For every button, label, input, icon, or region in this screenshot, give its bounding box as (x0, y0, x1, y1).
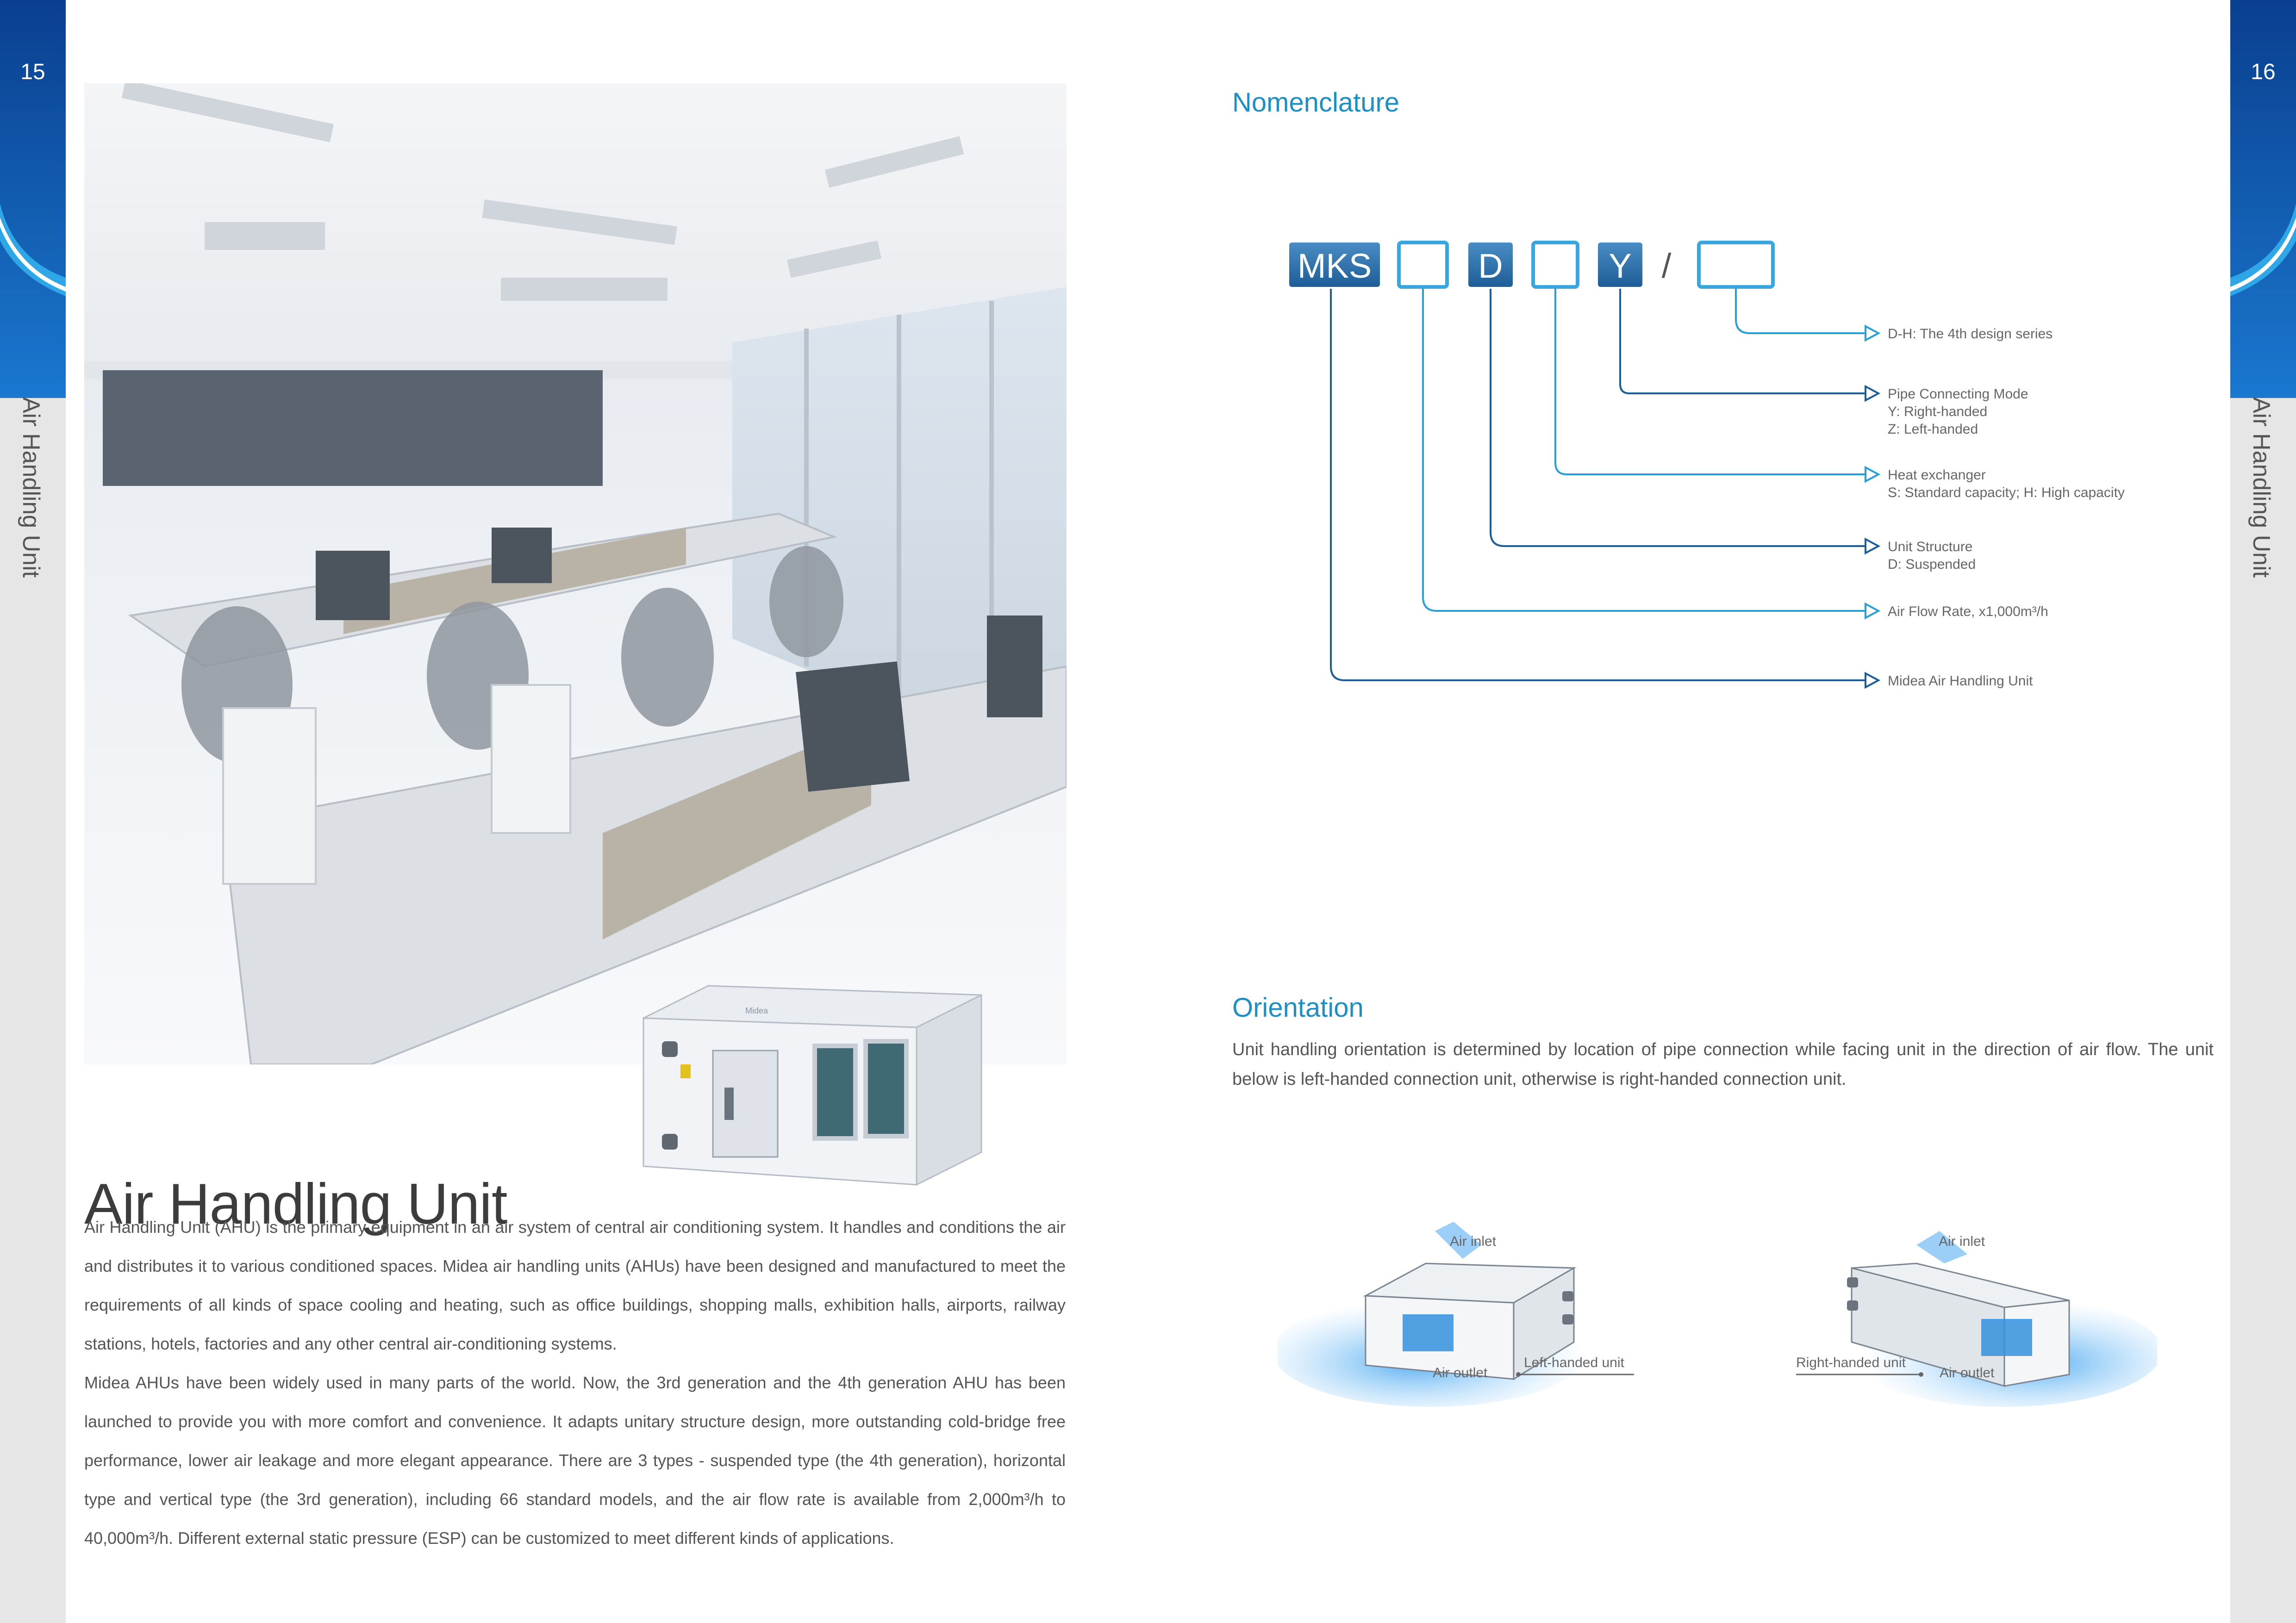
legend-pipe-y: Y: Right-handed (1888, 404, 1987, 419)
intro-paragraph-1: Air Handling Unit (AHU) is the primary e… (84, 1218, 1066, 1353)
svg-text:Y: Y (1609, 247, 1631, 285)
nomenclature-diagram: MKS D Y / D-H: The 4th design series Pip… (1289, 241, 2125, 689)
side-label-left: Air Handling Unit (18, 397, 44, 578)
page-number-left: 15 (20, 60, 45, 84)
code-box-mks: MKS (1289, 243, 1380, 287)
right-unit-air-outlet: Air outlet (1940, 1365, 1995, 1380)
svg-text:MKS: MKS (1298, 247, 1372, 285)
left-side-strip: 15 Air Handling Unit (0, 0, 66, 1623)
right-side-strip: 16 Air Handling Unit (2230, 0, 2296, 1623)
orientation-description: Unit handling orientation is determined … (1232, 1040, 2214, 1089)
legend-heat-title: Heat exchanger (1888, 467, 1986, 483)
code-box-series (1697, 241, 1775, 289)
office-illustration (84, 83, 1067, 1064)
legend-structure-title: Unit Structure (1888, 539, 1972, 554)
legend-pipe-z: Z: Left-handed (1888, 422, 1978, 437)
product-brand-mark: Midea (745, 1006, 768, 1015)
side-label-right-wrap: Air Handling Unit (2230, 397, 2296, 601)
orientation-title: Orientation (1232, 993, 1364, 1023)
ahu-product-image: Midea (639, 981, 991, 1189)
left-handed-unit-illustration (1273, 1222, 1634, 1407)
left-unit-label: Left-handed unit (1524, 1355, 1624, 1370)
left-handed-unit-diagram: Air inlet Air outlet Left-handed unit (1273, 1203, 1648, 1444)
legend-pipe-title: Pipe Connecting Mode (1888, 386, 2028, 402)
code-box-heat (1531, 241, 1579, 289)
page-title: Air Handling Unit (84, 1172, 507, 1237)
code-box-d: D (1468, 243, 1513, 287)
code-box-y: Y (1598, 243, 1642, 287)
legend-midea-ahu: Midea Air Handling Unit (1888, 673, 2033, 689)
legend-structure-d: D: Suspended (1888, 557, 1976, 572)
code-slash: / (1662, 247, 1672, 285)
ahu-unit-illustration: Midea (643, 985, 982, 1186)
right-strip-graphic (2230, 0, 2296, 398)
nomenclature-title: Nomenclature (1232, 87, 1400, 118)
right-unit-label: Right-handed unit (1796, 1355, 1906, 1370)
office-photo (84, 83, 1067, 1064)
page-number-right: 16 (2251, 60, 2276, 84)
legend-airflow: Air Flow Rate, x1,000m³/h (1888, 604, 2048, 619)
right-handed-unit-illustration (1796, 1231, 2162, 1407)
side-label-right: Air Handling Unit (2248, 397, 2275, 578)
legend-heat-options: S: Standard capacity; H: High capacity (1888, 485, 2125, 500)
intro-paragraph-2: Midea AHUs have been widely used in many… (84, 1373, 1066, 1548)
left-unit-air-outlet: Air outlet (1433, 1365, 1488, 1380)
right-unit-air-inlet: Air inlet (1939, 1234, 1985, 1249)
right-handed-unit-diagram: Air inlet Air outlet Right-handed unit (1787, 1203, 2162, 1444)
svg-text:D: D (1478, 247, 1503, 285)
legend-series: D-H: The 4th design series (1888, 326, 2053, 342)
intro-body: Air Handling Unit (AHU) is the primary e… (84, 1208, 1066, 1558)
left-strip-graphic (0, 0, 66, 398)
code-box-airflow (1397, 241, 1449, 289)
left-unit-air-inlet: Air inlet (1450, 1234, 1497, 1249)
side-label-left-wrap: Air Handling Unit (0, 397, 66, 601)
